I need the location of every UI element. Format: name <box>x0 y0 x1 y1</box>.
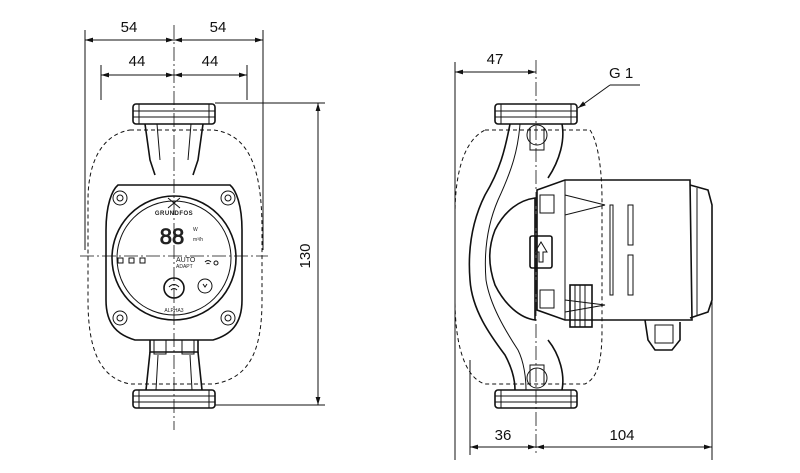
mode-adapt: ADAPT <box>176 264 193 270</box>
unit-w: W <box>193 227 198 233</box>
flow-direction-box <box>529 235 553 269</box>
brand-logo <box>167 197 181 209</box>
front-envelope-outline <box>87 129 263 385</box>
dim-44-left: 44 <box>129 53 146 70</box>
model-label: ALPHA3 <box>164 308 183 314</box>
side-top-fitting <box>494 103 578 125</box>
dim-54-left: 54 <box>121 19 138 36</box>
pump-body <box>105 184 243 341</box>
side-view: 47 G 1 36 104 <box>454 51 713 460</box>
dim-130: 130 <box>297 243 314 268</box>
chevron-down-icon <box>202 283 208 288</box>
arrow-up-icon <box>534 241 548 263</box>
control-panel-face <box>111 195 237 321</box>
thread-label: G 1 <box>609 65 633 82</box>
dim-104: 104 <box>609 427 634 444</box>
bottom-thread-fitting <box>132 389 216 409</box>
display-digits: 88 <box>160 224 184 249</box>
power-plug <box>644 319 681 351</box>
brand-name: GRUNDFOS <box>155 211 193 217</box>
dim-47: 47 <box>487 51 504 68</box>
wireless-icon <box>168 284 180 291</box>
dim-44-right: 44 <box>202 53 219 70</box>
mode-indicator-icons <box>117 257 146 264</box>
cable-connector <box>569 284 593 328</box>
wireless-indicator-icon <box>204 260 219 266</box>
wireless-button[interactable] <box>163 277 185 299</box>
motor-housing <box>536 179 693 321</box>
top-thread-fitting <box>132 103 216 125</box>
side-bottom-fitting <box>494 389 578 409</box>
unit-flow: m³/h <box>193 237 203 243</box>
volute-outline <box>468 123 516 391</box>
stator-fins <box>609 204 634 296</box>
front-view: 54 54 44 44 130 <box>80 19 325 430</box>
side-envelope-outline <box>454 129 603 385</box>
mode-auto: AUTO <box>176 257 196 264</box>
dim-54-right: 54 <box>210 19 227 36</box>
dim-36: 36 <box>495 427 512 444</box>
mode-button[interactable] <box>197 278 213 294</box>
